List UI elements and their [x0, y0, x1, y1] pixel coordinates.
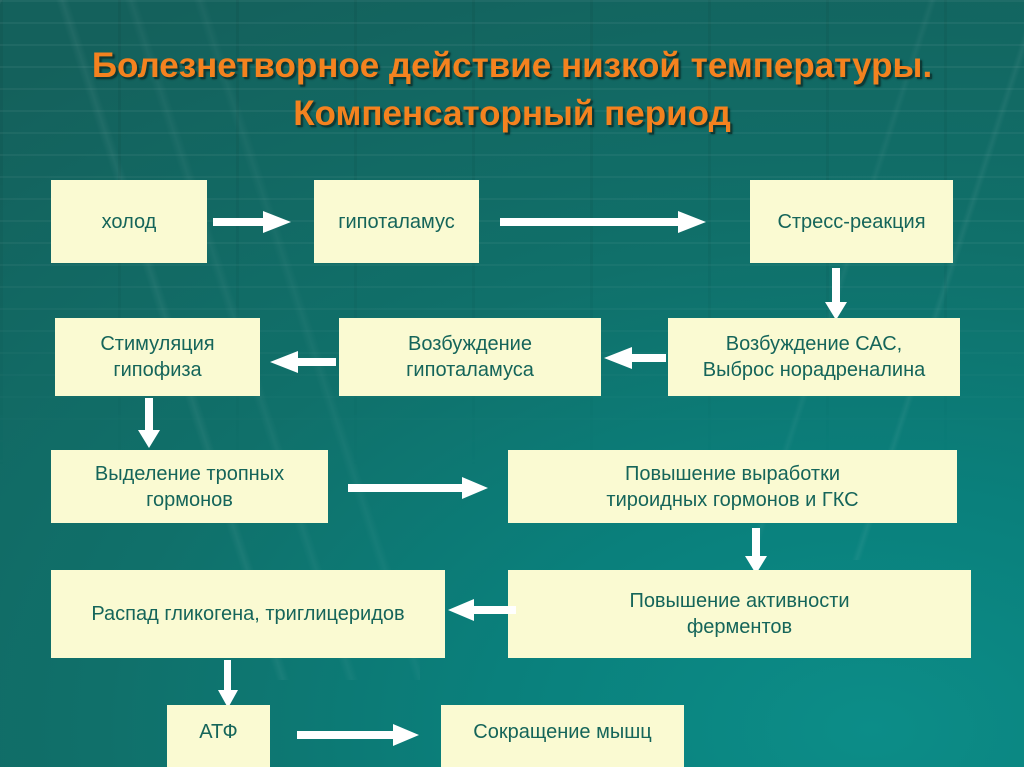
node-sas-excitation-label: Возбуждение САС, Выброс норадреналина [668, 331, 960, 383]
node-sas-excitation-line-1: Возбуждение САС, [725, 333, 903, 355]
arrow-glycogen-to-atp [215, 660, 241, 708]
node-thyroid-hormones[interactable]: Повышение выработки тироидных гормонов и… [508, 450, 957, 523]
node-tropic-hormones[interactable]: Выделение тропных гормонов [51, 450, 328, 523]
arrow-hypothalamus-to-stress [500, 208, 706, 236]
node-stress-reaction-label: Стресс-реакция [777, 210, 926, 233]
node-enzyme-activity-line-2: ферментов [686, 616, 793, 638]
node-pituitary-stimulation-label: Стимуляция гипофиза [55, 331, 260, 383]
node-atp-label: АТФ [199, 721, 238, 743]
slide-title-line-1: Болезнетворное действие низкой температу… [91, 46, 933, 85]
node-pituitary-stimulation-line-1: Стимуляция [100, 333, 215, 355]
node-muscle-contraction-label: Сокращение мышц [473, 721, 652, 743]
arrow-stress-to-sas [822, 268, 850, 320]
arrow-tropic-to-thyroid [348, 475, 488, 501]
node-hypothalamus-label: гипоталамус [338, 210, 455, 233]
arrow-thyroid-to-enzymes [742, 528, 770, 574]
node-tropic-hormones-line-2: гормонов [146, 488, 233, 511]
arrow-enzymes-to-glycogen-breakdown [448, 597, 516, 623]
node-hypothalamus[interactable]: гипоталамус [314, 180, 479, 263]
node-pituitary-stimulation-line-2: гипофиза [113, 359, 202, 381]
slide-title: Болезнетворное действие низкой температу… [0, 42, 1024, 138]
arrow-hypothalamus-to-pituitary [270, 348, 336, 376]
node-hypothalamus-excitation-line-2: гипоталамуса [406, 359, 534, 381]
arrow-atp-to-muscle-contraction [297, 722, 419, 748]
node-cold[interactable]: холод [51, 180, 207, 263]
slide-title-line-2: Компенсаторный период [293, 94, 731, 133]
node-cold-label: холод [101, 210, 157, 233]
arrow-sas-to-hypothalamus-excitation [604, 344, 666, 372]
arrow-pituitary-to-tropic-hormones [135, 398, 163, 448]
node-thyroid-hormones-line-1: Повышение выработки [624, 462, 841, 485]
node-sas-excitation[interactable]: Возбуждение САС, Выброс норадреналина [668, 318, 960, 396]
node-tropic-hormones-label: Выделение тропных гормонов [51, 461, 328, 513]
arrow-cold-to-hypothalamus [213, 208, 291, 236]
node-atp[interactable]: АТФ [167, 705, 270, 767]
node-enzyme-activity-label: Повышение активности ферментов [508, 588, 971, 640]
node-thyroid-hormones-label: Повышение выработки тироидных гормонов и… [508, 461, 957, 513]
node-tropic-hormones-line-1: Выделение тропных [94, 462, 285, 485]
node-muscle-contraction[interactable]: Сокращение мышц [441, 705, 684, 767]
node-thyroid-hormones-line-2: тироидных гормонов и ГКС [606, 488, 859, 511]
node-enzyme-activity-line-1: Повышение активности [629, 590, 850, 612]
node-enzyme-activity[interactable]: Повышение активности ферментов [508, 570, 971, 658]
node-glycogen-breakdown[interactable]: Распад гликогена, триглицеридов [51, 570, 445, 658]
node-hypothalamus-excitation-line-1: Возбуждение [408, 333, 532, 355]
node-glycogen-breakdown-label: Распад гликогена, триглицеридов [91, 603, 405, 625]
node-hypothalamus-excitation[interactable]: Возбуждение гипоталамуса [339, 318, 601, 396]
node-stress-reaction[interactable]: Стресс-реакция [750, 180, 953, 263]
node-pituitary-stimulation[interactable]: Стимуляция гипофиза [55, 318, 260, 396]
node-sas-excitation-line-2: Выброс норадреналина [702, 359, 926, 381]
node-hypothalamus-excitation-label: Возбуждение гипоталамуса [339, 331, 601, 383]
